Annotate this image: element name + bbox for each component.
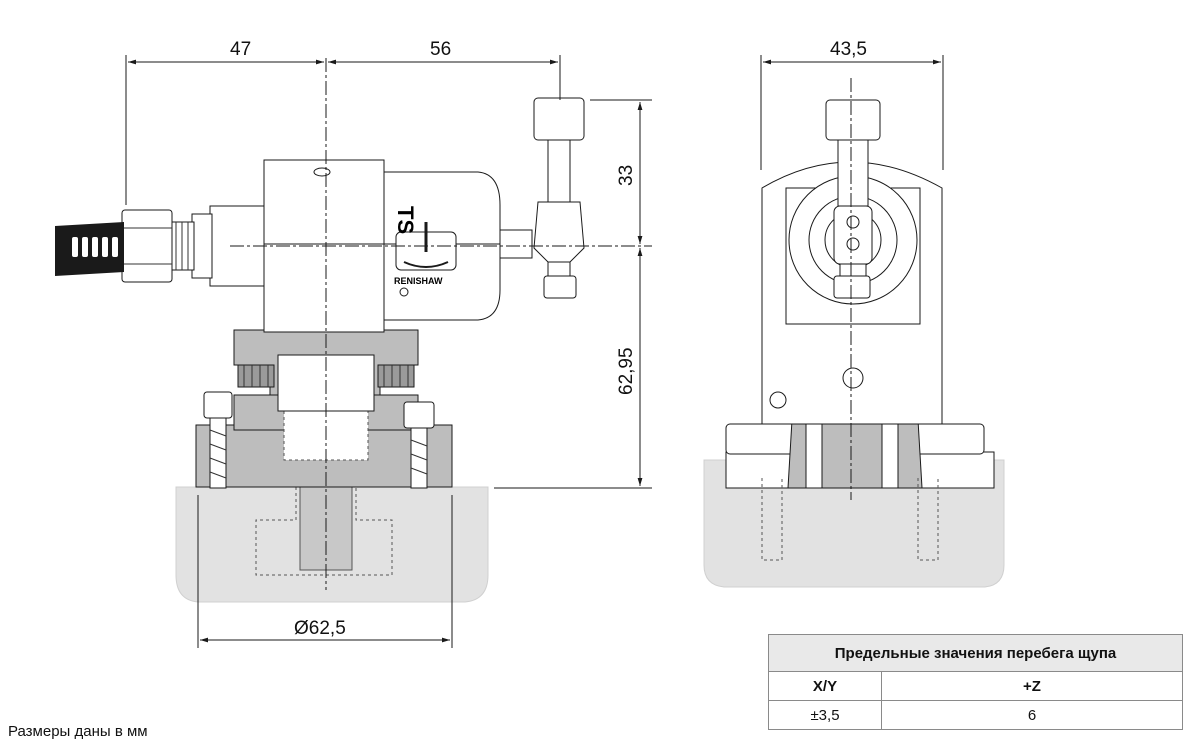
right-stylus: [825, 99, 881, 299]
left-spring-left: [237, 364, 275, 388]
probe-top-mark: [313, 167, 331, 177]
model-label: TS: [393, 206, 418, 234]
left-view: RENISHAW TS: [55, 58, 652, 603]
right-bolt-hole-right: [917, 478, 939, 561]
right-bolt-hole-left: [761, 478, 783, 561]
dimension-lines: [125, 55, 944, 648]
overtravel-value-z: 6: [881, 700, 1183, 730]
left-screw-right: [403, 401, 435, 489]
right-side-screw: [769, 391, 787, 409]
right-view: [703, 78, 1005, 588]
probe-led: [399, 287, 409, 297]
dim-56: 56: [430, 39, 451, 60]
cable: [55, 222, 124, 276]
stylus: [499, 97, 585, 299]
right-adjuster: [842, 367, 864, 389]
overtravel-col-z: +Z: [881, 671, 1183, 701]
dim-62-95: 62,95: [616, 347, 637, 395]
dim-diameter: Ø62,5: [294, 618, 346, 639]
overtravel-col-xy: X/Y: [768, 671, 882, 701]
left-screw-left: [203, 391, 233, 489]
left-spring-right: [377, 364, 415, 388]
overtravel-value-xy: ±3,5: [768, 700, 882, 730]
overtravel-table: Предельные значения перебега щупа X/Y +Z…: [768, 634, 1183, 730]
right-base-plate: [703, 459, 1005, 588]
overtravel-table-title: Предельные значения перебега щупа: [768, 634, 1183, 672]
dim-43-5: 43,5: [830, 39, 867, 60]
units-caption: Размеры даны в мм: [8, 723, 148, 740]
dim-47: 47: [230, 39, 251, 60]
dimension-labels: 47 56 43,5 33 62,95 Ø62,5: [230, 39, 867, 639]
dim-33: 33: [616, 165, 637, 186]
brand-label: RENISHAW: [394, 276, 443, 286]
left-t-slot: [255, 487, 393, 576]
